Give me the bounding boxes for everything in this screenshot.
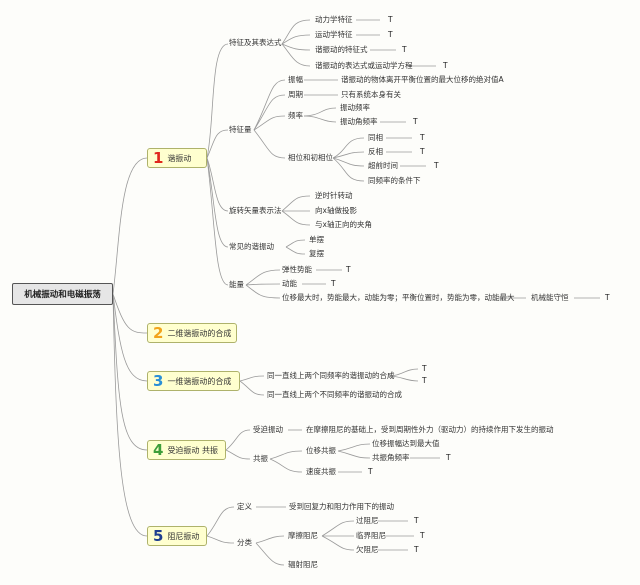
node-spz-desc[interactable]: 在摩擦阻尼的基础上，受到周期性外力（驱动力）的持续作用下发生的振动	[306, 425, 554, 434]
mark-cq: T	[434, 161, 439, 170]
node-dlx[interactable]: 动力学特征	[315, 15, 353, 24]
mark-dlx: T	[388, 15, 393, 24]
mark-tx: T	[420, 133, 425, 142]
topic-node-1[interactable]: 1 谐振动	[147, 148, 207, 168]
mark-xzd: T	[402, 45, 407, 54]
mark-zdjpl: T	[413, 117, 418, 126]
mark-jxs: T	[605, 293, 610, 302]
node-cq[interactable]: 超前时间	[368, 161, 398, 170]
connector-t1-tezheng	[206, 43, 229, 159]
mark-gzj: T	[446, 453, 451, 462]
topic-node-3[interactable]: 3 一维谐振动的合成	[147, 371, 240, 391]
topic-label-4: 受迫振动 共振	[167, 445, 218, 455]
node-xzd[interactable]: 谐振动的特征式	[315, 45, 368, 54]
topic-label-5: 阻尼振动	[167, 531, 200, 541]
node-fszn[interactable]: 辐射阻尼	[288, 560, 318, 569]
node-tzl[interactable]: 特征量	[229, 125, 252, 134]
node-t3a[interactable]: 同一直线上两个同频率的谐振动的合成	[267, 371, 395, 380]
connector-t1-tzl	[206, 129, 229, 159]
mark-tx-e: T	[346, 265, 351, 274]
topic-number-5: 5	[153, 527, 164, 545]
node-tx[interactable]: 同相	[368, 133, 383, 142]
topic-node-4[interactable]: 4 受迫振动 共振	[147, 440, 226, 460]
mark-t3a-1: T	[422, 364, 427, 373]
mark-bds: T	[443, 61, 448, 70]
node-mczn[interactable]: 摩擦阻尼	[288, 531, 318, 540]
mark-qzn: T	[414, 545, 419, 554]
node-ljzn[interactable]: 临界阻尼	[356, 531, 386, 540]
node-wyzd[interactable]: 位移振幅达到最大值	[372, 439, 440, 448]
node-nl-desc[interactable]: 位移最大时，势能最大，动能为零；平衡位置时，势能为零，动能最大	[282, 293, 515, 302]
node-fb[interactable]: 复摆	[309, 249, 324, 258]
node-qzn[interactable]: 欠阻尼	[356, 545, 379, 554]
node-sdgz[interactable]: 速度共振	[306, 467, 336, 476]
node-yzz[interactable]: 与x轴正向的夹角	[315, 220, 372, 229]
node-gzn[interactable]: 过阻尼	[356, 516, 379, 525]
connector-root-t3	[112, 293, 148, 382]
node-dn[interactable]: 动能	[282, 279, 297, 288]
mark-dn: T	[331, 279, 336, 288]
node-xzz[interactable]: 向x轴做投影	[315, 206, 357, 215]
node-zq[interactable]: 周期	[288, 90, 303, 99]
node-nsz[interactable]: 逆时针转动	[315, 191, 353, 200]
node-tx-e[interactable]: 弹性势能	[282, 265, 312, 274]
topic-number-1: 1	[153, 149, 164, 167]
node-wygz[interactable]: 位移共振	[306, 446, 336, 455]
node-fx[interactable]: 反相	[368, 147, 383, 156]
connector-t1-nl	[206, 157, 229, 286]
node-zf-desc[interactable]: 谐振动的物体离开平衡位置的最大位移的绝对值A	[341, 75, 504, 84]
mark-t3a-2: T	[422, 376, 427, 385]
node-t3b[interactable]: 同一直线上两个不同频率的谐振动的合成	[267, 390, 402, 399]
topic-label-3: 一维谐振动的合成	[167, 376, 232, 386]
root-node[interactable]: 机械振动和电磁振荡	[12, 283, 113, 305]
mark-ydx: T	[388, 30, 393, 39]
node-dy[interactable]: 定义	[237, 502, 252, 511]
node-zdpl[interactable]: 振动频率	[340, 103, 370, 112]
connector-root-t2	[112, 293, 148, 334]
node-xw[interactable]: 相位和初相位	[288, 153, 333, 162]
connector-t1-xz	[206, 157, 229, 212]
mark-fx: T	[420, 147, 425, 156]
connector-t1-cj	[206, 157, 229, 248]
connector-root-t4	[112, 293, 148, 451]
topic-number-4: 4	[153, 441, 164, 459]
node-fl[interactable]: 分类	[237, 538, 252, 547]
node-gzj[interactable]: 共振角频率	[372, 453, 410, 462]
node-zq-desc[interactable]: 只有系统本身有关	[341, 90, 401, 99]
node-ydx[interactable]: 运动学特征	[315, 30, 353, 39]
node-nl[interactable]: 能量	[229, 280, 244, 289]
topic-node-2[interactable]: 2 二维谐振动的合成	[147, 323, 237, 343]
node-db[interactable]: 单摆	[309, 235, 324, 244]
node-gz[interactable]: 共振	[253, 454, 268, 463]
connector-root-t5	[112, 293, 148, 537]
node-zdjpl[interactable]: 振动角频率	[340, 117, 378, 126]
connector-root-t1	[112, 157, 148, 295]
topic-number-2: 2	[153, 324, 164, 342]
topic-label-1: 谐振动	[167, 153, 192, 163]
topic-node-5[interactable]: 5 阻尼振动	[147, 526, 207, 546]
node-tezheng[interactable]: 特征及其表达式	[229, 38, 282, 47]
mark-gzn: T	[414, 516, 419, 525]
node-xz[interactable]: 旋转矢量表示法	[229, 206, 282, 215]
mark-ljzn: T	[420, 531, 425, 540]
mark-sdgz: T	[368, 467, 373, 476]
node-zf[interactable]: 振幅	[288, 75, 303, 84]
node-bds[interactable]: 谐振动的表达式或运动学方程	[315, 61, 413, 70]
node-pl[interactable]: 频率	[288, 111, 303, 120]
topic-label-2: 二维谐振动的合成	[167, 328, 232, 338]
node-spz[interactable]: 受迫振动	[253, 425, 283, 434]
node-cj[interactable]: 常见的谐振动	[229, 242, 274, 251]
node-dy-desc[interactable]: 受到回复力和阻力作用下的振动	[289, 502, 394, 511]
node-jxs[interactable]: 机械能守恒	[531, 293, 569, 302]
node-tpl[interactable]: 同频率的条件下	[368, 176, 421, 185]
topic-number-3: 3	[153, 372, 164, 390]
